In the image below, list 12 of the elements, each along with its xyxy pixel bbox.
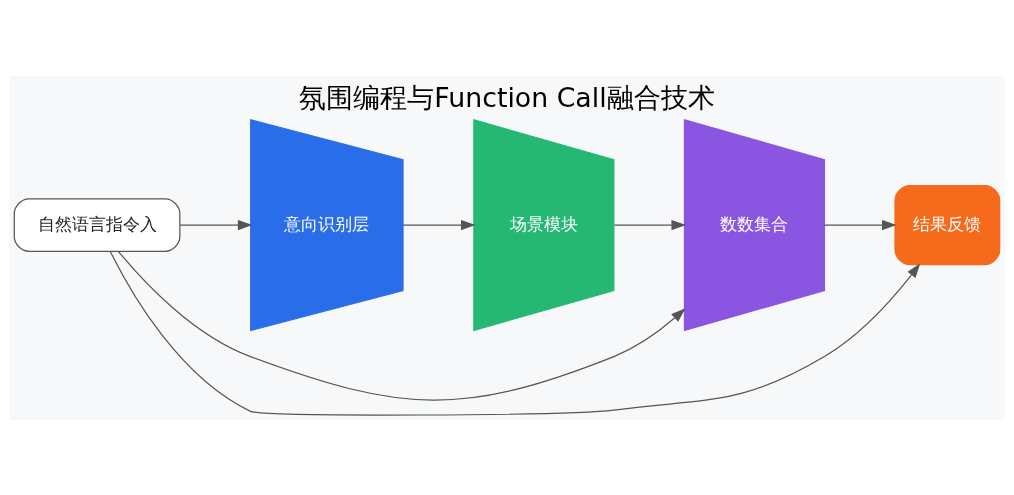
node-box: 结果反馈 xyxy=(894,184,1001,265)
arrow xyxy=(402,219,476,230)
arrow xyxy=(613,219,687,230)
node-box: 意向识别层 xyxy=(250,118,404,331)
arrow xyxy=(109,250,921,416)
diagram-title: 氛围编程与Function Call融合技术 xyxy=(299,81,715,113)
arrow xyxy=(117,250,686,401)
arrow xyxy=(823,219,897,230)
arrow xyxy=(179,219,253,230)
node-box: 场景模块 xyxy=(473,118,615,331)
node-box: 数数集合 xyxy=(683,118,826,331)
node-box: 自然语言指令入 xyxy=(13,197,181,252)
